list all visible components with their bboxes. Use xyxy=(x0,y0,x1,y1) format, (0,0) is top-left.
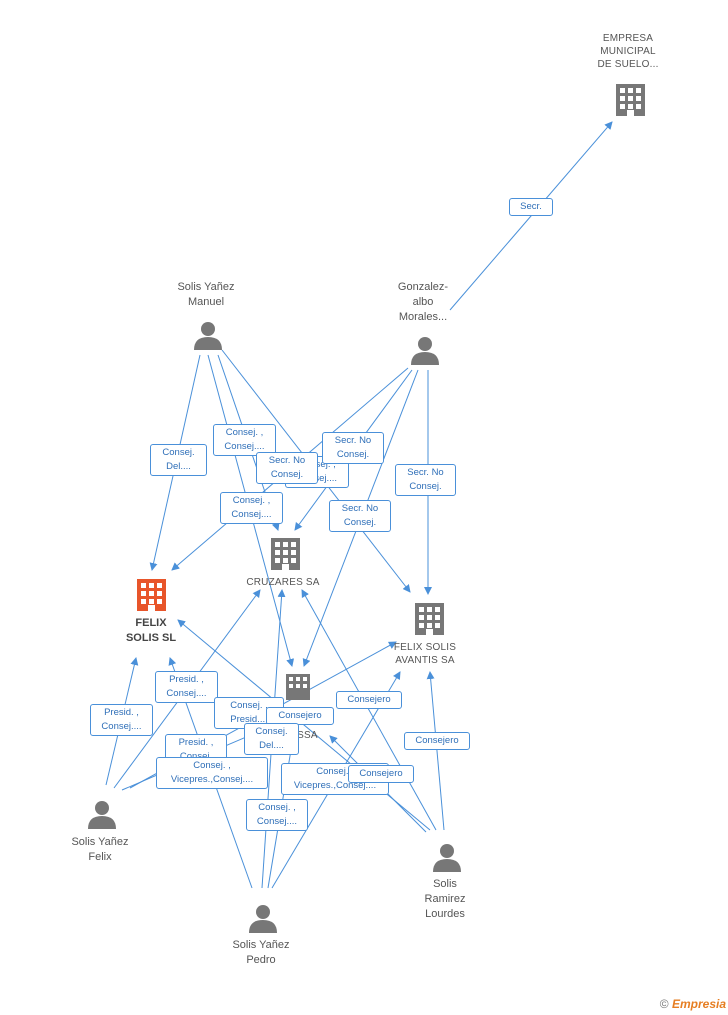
edge-label[interactable]: Consej. , Consej.... xyxy=(246,799,308,831)
main-company-building-icon xyxy=(137,579,166,611)
company-label-assa[interactable]: ASSA xyxy=(290,730,318,741)
person-icon xyxy=(88,801,116,829)
building-icon xyxy=(415,603,444,635)
edge-label[interactable]: Consej. Del.... xyxy=(150,444,207,476)
person-label-pedro[interactable]: Solis Yañez Pedro xyxy=(232,939,290,966)
edge-label[interactable]: Consejero xyxy=(348,765,414,783)
building-icon xyxy=(286,674,310,700)
edge-label[interactable]: Consej. , Consej.... xyxy=(213,424,276,456)
edge-label[interactable]: Secr. xyxy=(509,198,553,216)
person-icon xyxy=(249,905,277,933)
person-label-lourdes[interactable]: Solis Ramirez Lourdes xyxy=(424,878,466,920)
edge-label[interactable]: Consej. Del.... xyxy=(244,723,299,755)
edge xyxy=(449,121,613,311)
company-label-avantis[interactable]: FELIX SOLIS AVANTIS SA xyxy=(393,642,457,666)
main-company-label[interactable]: FELIX SOLIS SL xyxy=(125,617,177,644)
person-label-gonzalez[interactable]: Gonzalez- albo Morales... xyxy=(397,281,449,323)
edge-label[interactable]: Consej. , Consej.... xyxy=(220,492,283,524)
building-icon xyxy=(616,84,645,116)
edge-label[interactable]: Consejero xyxy=(336,691,402,709)
edge-label[interactable]: Secr. No Consej. xyxy=(322,432,384,464)
edge xyxy=(301,589,437,831)
person-icon xyxy=(433,844,461,872)
person-icon xyxy=(411,337,439,365)
company-label-empresa[interactable]: EMPRESA MUNICIPAL DE SUELO... xyxy=(597,33,659,70)
brand-logo: Empresia xyxy=(671,997,726,1011)
edge-label[interactable]: Consejero xyxy=(266,707,334,725)
edge-label[interactable]: Consejero xyxy=(404,732,470,750)
edge-label[interactable]: Presid. , Consej.... xyxy=(90,704,153,736)
edge-label[interactable]: Consej. , Vicepres.,Consej.... xyxy=(156,757,268,789)
person-icon xyxy=(194,322,222,350)
edge-label[interactable]: Secr. No Consej. xyxy=(256,452,318,484)
person-label-felix[interactable]: Solis Yañez Felix xyxy=(71,836,129,863)
company-label-cruzares[interactable]: CRUZARES SA xyxy=(246,577,320,588)
edge xyxy=(426,671,445,831)
edge-label[interactable]: Secr. No Consej. xyxy=(395,464,456,496)
person-label-manuel[interactable]: Solis Yañez Manuel xyxy=(177,281,235,308)
copyright-icon: © xyxy=(659,997,669,1011)
edge xyxy=(177,619,431,831)
edge-label[interactable]: Secr. No Consej. xyxy=(329,500,391,532)
footer-brand[interactable]: © Empresia xyxy=(660,997,726,1011)
edge-label[interactable]: Presid. , Consej.... xyxy=(155,671,218,703)
building-icon xyxy=(271,538,300,570)
